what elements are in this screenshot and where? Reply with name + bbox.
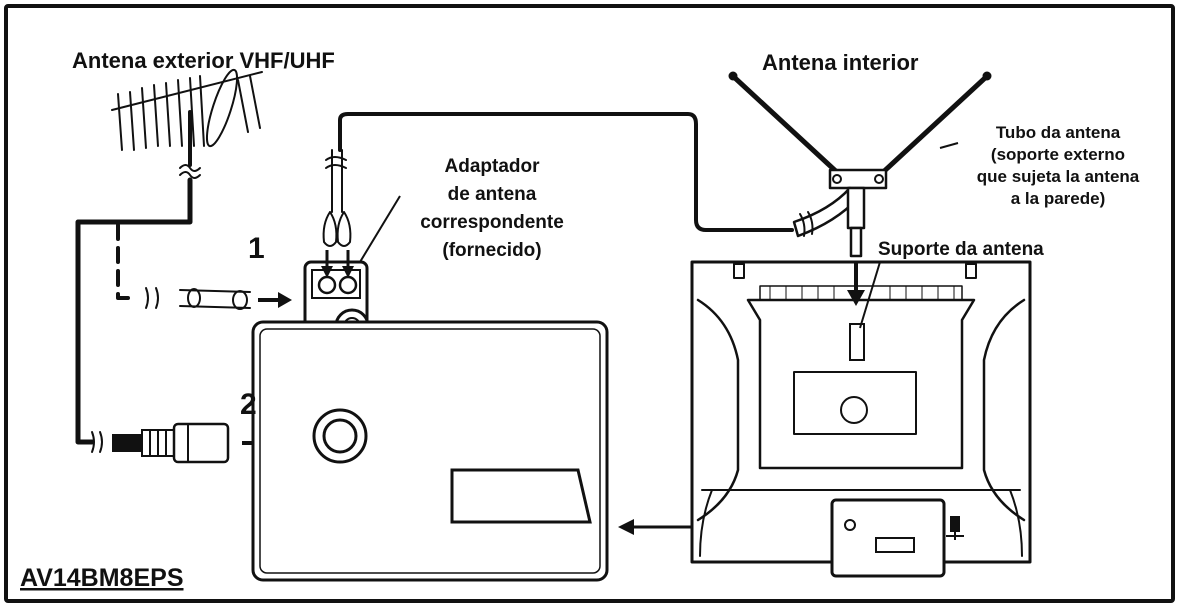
tube-leader-line [939, 142, 959, 149]
feeder-fork-terminals [322, 149, 352, 247]
outdoor-antenna-icon [111, 68, 263, 179]
feeder-break-mark [145, 287, 159, 309]
indoor-antenna-label: Antena interior [762, 50, 919, 75]
flat-feeder-icon [179, 288, 251, 310]
tv-panel-slot [875, 537, 915, 553]
adapter-label-line-3: correspondente [420, 212, 564, 233]
rear-panel-recess [450, 468, 592, 524]
outdoor-antenna-label: Antena exterior VHF/UHF [72, 48, 335, 73]
outdoor-antenna-cable [75, 177, 193, 445]
antenna-tube-label-line-1: Tubo da antena [996, 123, 1121, 142]
adapter-label-line-2: de antena [448, 184, 537, 205]
television-rear-view [690, 260, 1032, 564]
dashed-feeder-cable [116, 223, 137, 300]
antenna-tube-label-line-3: que sujeta la antena [977, 167, 1140, 186]
adapter-label-line-1: Adaptador [445, 156, 541, 177]
antenna-tube-label-line-4: a la parede) [1011, 189, 1106, 208]
antenna-support-label: Suporte da antena [878, 239, 1044, 260]
indoor-antenna-icon [728, 71, 992, 258]
antenna-support-icon [847, 261, 881, 361]
step-number-2: 2 [240, 388, 257, 421]
cable-break-mark [91, 431, 103, 453]
step-number-1: 1 [248, 232, 265, 265]
model-number: AV14BM8EPS [20, 564, 184, 592]
tv-ground-terminal-icon [946, 516, 964, 540]
coaxial-plug-icon [112, 422, 230, 464]
adapter-label-line-4: (fornecido) [442, 240, 541, 261]
tv-antenna-jack [844, 519, 856, 531]
arrow-to-adapter [258, 292, 292, 308]
antenna-tube-label-line-2: (soporte externo [991, 145, 1125, 164]
adapter-leader-line [359, 195, 401, 263]
indoor-antenna-cable [338, 112, 794, 232]
tv-rear-panel-zoom [251, 320, 609, 582]
antenna-input-socket-icon [312, 408, 368, 464]
